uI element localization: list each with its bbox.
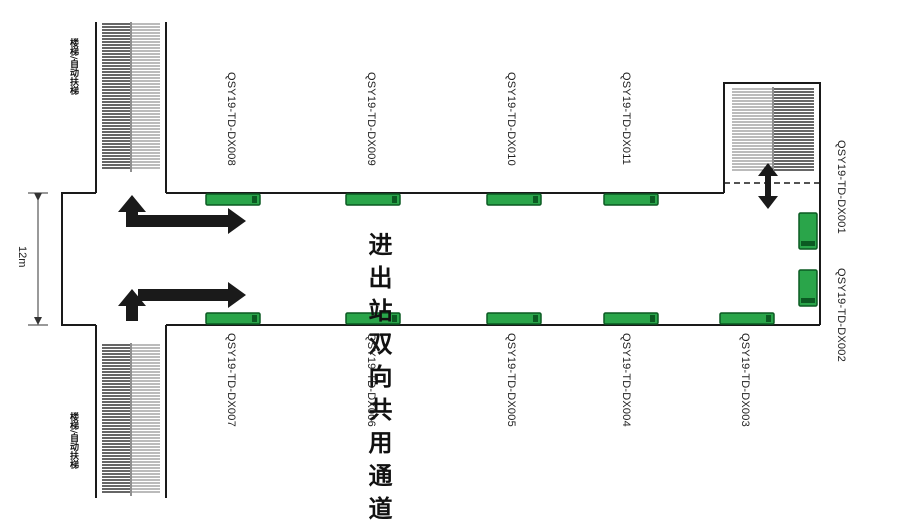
- corridor-walls: [61, 22, 821, 498]
- sign-label: QSY19-TD-DX004: [620, 333, 632, 427]
- stairs-label-top: 楼梯/自动扶梯: [68, 38, 78, 96]
- sign-box-top: [486, 193, 542, 206]
- dimension-label: 12m: [16, 246, 28, 268]
- sign-box-top: [603, 193, 659, 206]
- stairs-top-right: [732, 87, 814, 173]
- corridor-title: 进出站双向共用通道: [364, 232, 392, 529]
- sign-box-bottom: [345, 312, 401, 325]
- stairs-label-bottom: 楼梯/自动扶梯: [68, 412, 78, 470]
- flow-arrow-top: [118, 195, 246, 234]
- sign-label: QSY19-TD-DX002: [835, 268, 847, 362]
- flow-arrows: [118, 195, 246, 321]
- stairs-group: [102, 22, 814, 496]
- stairs-bottom-left: [102, 343, 160, 496]
- sign-box-bottom: [719, 312, 775, 325]
- sign-label: QSY19-TD-DX005: [505, 333, 517, 427]
- sign-box-top: [205, 193, 261, 206]
- sign-box-end: [798, 269, 818, 307]
- sign-label: QSY19-TD-DX011: [620, 72, 632, 166]
- sign-box-bottom: [486, 312, 542, 325]
- sign-label: QSY19-TD-DX009: [365, 72, 377, 166]
- sign-box-bottom: [205, 312, 261, 325]
- sign-label: QSY19-TD-DX003: [739, 333, 751, 427]
- sign-label: QSY19-TD-DX007: [225, 333, 237, 427]
- diagram-canvas: [28, 22, 821, 498]
- sign-label: QSY19-TD-DX001: [835, 140, 847, 234]
- sign-box-bottom: [603, 312, 659, 325]
- sign-label: QSY19-TD-DX006: [365, 333, 377, 427]
- stairs-top-left: [102, 22, 160, 172]
- signs-group: [205, 193, 818, 325]
- stair-updown-arrow: [758, 163, 778, 209]
- sign-box-end: [798, 212, 818, 250]
- wall-stair-enclosure-right: [723, 82, 821, 193]
- flow-arrow-bottom: [118, 282, 246, 321]
- sign-box-top: [345, 193, 401, 206]
- wall-entrance: [61, 192, 96, 326]
- sign-label: QSY19-TD-DX010: [505, 72, 517, 166]
- passage-diagram: 进出站双向共用通道 12m 楼梯/自动扶梯 楼梯/自动扶梯 QSY19-TD-D…: [16, 22, 847, 529]
- dimension-line: [28, 192, 48, 326]
- sign-label: QSY19-TD-DX008: [225, 72, 237, 166]
